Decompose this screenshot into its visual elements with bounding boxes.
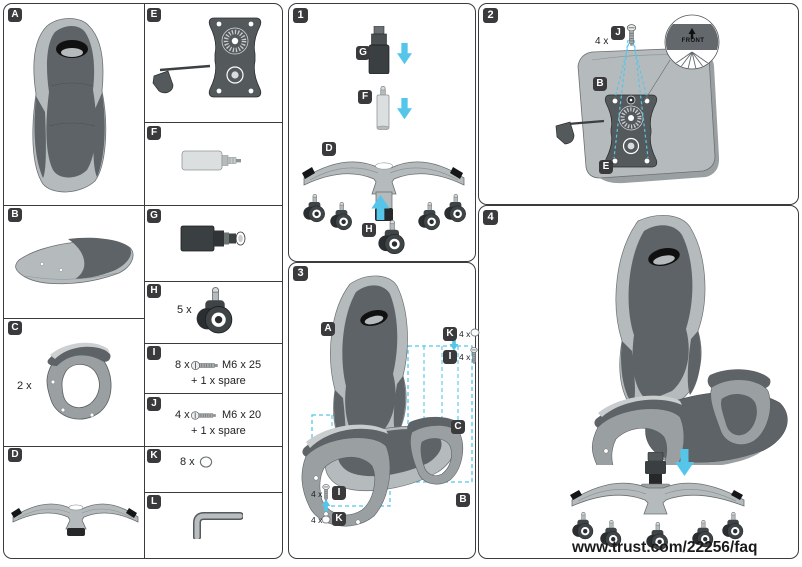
step3-washer-k-label: K <box>443 327 457 341</box>
arrow-down-icon <box>675 449 694 476</box>
step1-part-h-label: H <box>362 223 376 237</box>
divider-b-c <box>4 318 144 320</box>
step1-part-d-label: D <box>322 142 336 156</box>
part-h-label: H <box>147 284 161 298</box>
part-f-label: F <box>147 126 161 140</box>
tilt-mechanism-illustration <box>152 17 262 98</box>
base-illustration <box>11 503 139 536</box>
arrow-up-icon <box>321 499 331 512</box>
step3-washer-qty-bottom: 4 x <box>311 515 323 525</box>
part-j-label: J <box>147 397 161 411</box>
divider-f-g <box>145 205 282 207</box>
part-i-label: I <box>147 346 161 360</box>
step-4-number: 4 <box>483 210 498 225</box>
step3-screw-i-label: I <box>443 350 457 364</box>
part-g-label: G <box>147 209 161 223</box>
part-a-label: A <box>8 8 22 22</box>
arrow-down-icon <box>449 338 459 351</box>
divider-h-i <box>145 343 282 345</box>
step3-part-a-label: A <box>321 322 335 336</box>
screw-icon <box>626 24 637 46</box>
step3-washer-k-label-bottom: K <box>332 512 346 526</box>
base-assembly-illustration <box>570 452 745 551</box>
divider-c-d <box>4 446 144 448</box>
screw-j-spec: M6 x 20 <box>222 409 262 421</box>
seat-cushion-illustration <box>15 237 134 285</box>
screw-i-spare: + 1 x spare <box>191 375 246 387</box>
divider-g-h <box>145 281 282 283</box>
step3-screw-i-label-bottom: I <box>332 486 346 500</box>
part-e-label: E <box>147 8 161 22</box>
screw-icon <box>470 347 478 364</box>
screw-i-qty: 8 x <box>175 359 190 371</box>
washer-cap-icon <box>470 328 480 337</box>
part-c-label: C <box>8 321 22 335</box>
part-l-label: L <box>147 495 161 509</box>
gas-lift-cover-illustration <box>180 225 246 252</box>
step2-part-e-label: E <box>599 160 613 174</box>
washer-qty: 8 x <box>180 456 195 468</box>
gas-lift-cover-vertical <box>368 26 390 74</box>
support-url: www.trust.com/22256/faq <box>572 539 758 556</box>
arrow-down-icon <box>397 42 412 65</box>
gas-lift-illustration <box>181 150 241 171</box>
caster-qty: 5 x <box>177 304 192 316</box>
caster-wheel-icon <box>196 287 233 334</box>
allen-key-illustration <box>193 512 243 539</box>
step3-washer-qty-right: 4 x <box>459 329 471 339</box>
step2-screw-j-label: J <box>611 26 625 40</box>
step3-screw-qty-bottom: 4 x <box>311 489 323 499</box>
screw-j-spare: + 1 x spare <box>191 425 246 437</box>
washer-cap-icon <box>321 515 331 524</box>
step1-part-f-label: F <box>358 90 372 104</box>
step3-screw-qty-right: 4 x <box>459 352 471 362</box>
arrow-up-icon <box>371 194 390 221</box>
armrest-illustration <box>46 342 112 420</box>
divider-j-k <box>145 446 282 448</box>
seat-underside-illustration <box>555 14 720 184</box>
divider-k-l <box>145 492 282 494</box>
step3-part-b-label: B <box>456 493 470 507</box>
assembled-chair-illustration <box>591 214 788 465</box>
arrow-down-icon <box>397 97 412 120</box>
part-b-label: B <box>8 208 22 222</box>
step2-part-b-label: B <box>593 77 607 91</box>
step-2-number: 2 <box>483 8 498 23</box>
step3-part-c-label: C <box>451 420 465 434</box>
chair-with-armrests-illustration <box>301 275 473 527</box>
caster-wheel-icon <box>378 220 405 255</box>
armrest-qty: 2 x <box>17 380 32 392</box>
screw-icon <box>191 360 219 371</box>
part-d-label: D <box>8 448 22 462</box>
part-k-label: K <box>147 449 161 463</box>
divider-i-j <box>145 393 282 395</box>
step-3-number: 3 <box>293 266 308 281</box>
divider-e-f <box>145 122 282 124</box>
front-orientation-label: FRONT <box>681 38 705 44</box>
divider-a-b <box>4 205 144 207</box>
screw-icon <box>191 411 217 420</box>
step2-screw-qty: 4 x <box>595 36 609 47</box>
screw-j-qty: 4 x <box>175 409 190 421</box>
step-1-number: 1 <box>293 8 308 23</box>
washer-cap-icon <box>199 456 213 468</box>
gas-lift-vertical <box>376 86 390 130</box>
step1-part-g-label: G <box>356 46 370 60</box>
screw-i-spec: M6 x 25 <box>222 359 262 371</box>
parts-panel-vertical-divider <box>144 4 146 558</box>
backrest-illustration <box>32 18 107 193</box>
